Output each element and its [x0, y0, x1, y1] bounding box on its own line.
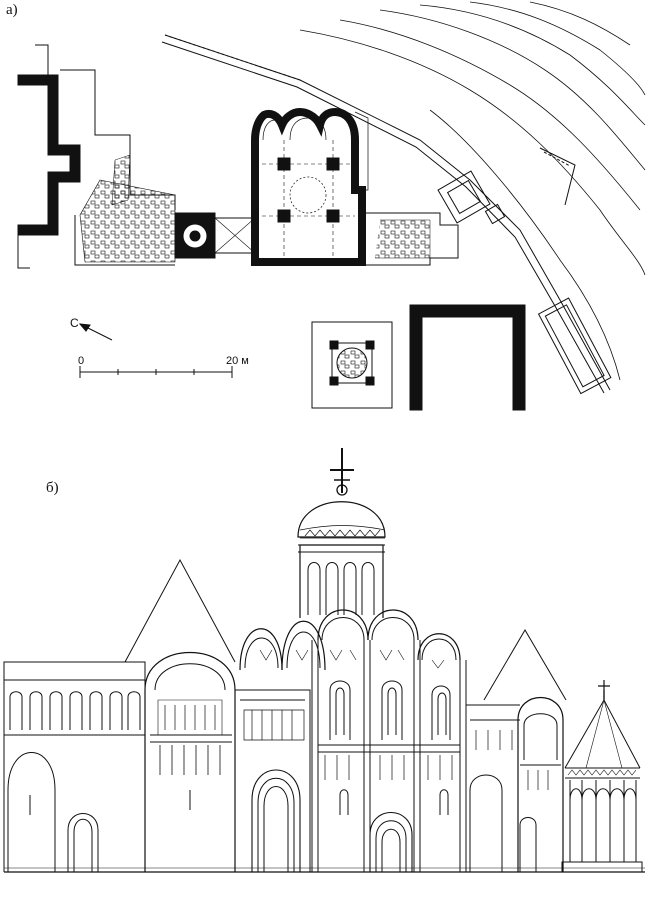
panel-label-elevation: б) — [46, 480, 59, 496]
baptistery-elevation — [561, 680, 643, 873]
tower-square — [437, 170, 491, 224]
cathedral-plan — [251, 107, 369, 266]
left-tower — [124, 558, 236, 872]
small-cross-icon — [598, 680, 610, 700]
north-label: С — [70, 316, 79, 330]
river-structure — [539, 147, 576, 206]
fortress-wall — [161, 34, 611, 394]
small-tower — [484, 203, 506, 225]
stair-tower — [174, 212, 216, 259]
right-ruins — [361, 212, 459, 266]
panel-label-plan: а) — [6, 2, 18, 18]
baptistery-plan-frame — [311, 321, 393, 409]
left-gallery — [3, 661, 146, 872]
right-tower — [465, 629, 567, 872]
cathedral-body — [234, 609, 467, 872]
site-plan — [17, 1, 646, 411]
contour-lines — [299, 1, 646, 381]
baptistery-plan — [329, 340, 375, 386]
dome-drum — [297, 448, 386, 618]
scale-bar — [79, 366, 233, 378]
cross-icon — [330, 448, 354, 496]
foundation-gate — [409, 304, 526, 411]
long-building-outline — [537, 297, 612, 395]
scale-start-label: 0 — [78, 355, 85, 367]
north-arrow — [78, 323, 113, 341]
foundation-left — [17, 74, 81, 236]
cathedral-elevation — [3, 448, 645, 873]
scale-end-label: 20 м — [226, 355, 249, 367]
excavated-ruins — [79, 154, 176, 263]
